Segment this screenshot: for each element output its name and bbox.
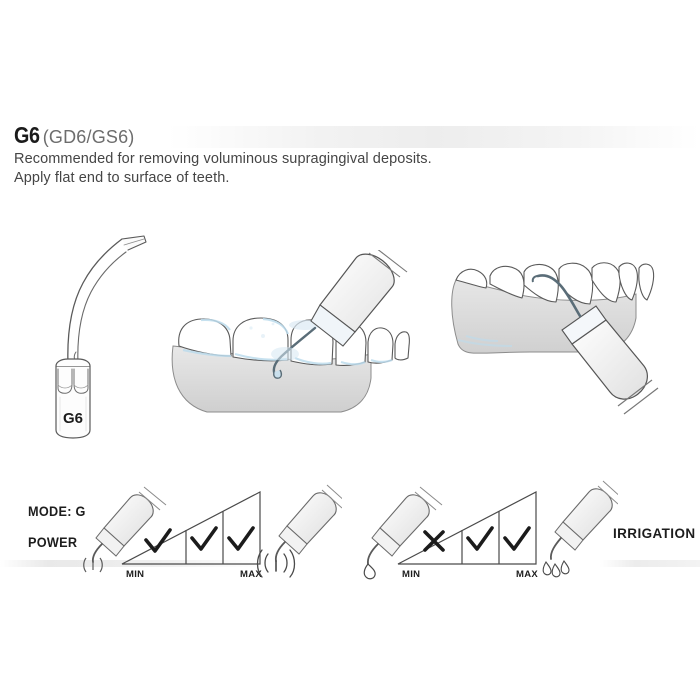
ultrasonic-glow <box>249 322 299 361</box>
scaler-tip-illustration: G6 <box>34 225 154 440</box>
irrigation-setting-group: MIN MAX <box>358 478 618 588</box>
power-label: POWER <box>28 535 78 550</box>
handpiece-low-power-icon <box>83 486 167 573</box>
settings-bar: MODE: G POWER <box>0 478 700 596</box>
power-min-label: MIN <box>126 569 144 580</box>
irrigation-segment-1-cross <box>423 530 445 552</box>
page-title: G6(GD6/GS6) <box>14 122 135 149</box>
description-line-1: Recommended for removing voluminous supr… <box>14 151 432 167</box>
teeth-arch-row <box>455 262 655 305</box>
tooth-arch-illustration <box>420 240 685 440</box>
irrigation-label: IRRIGATION <box>613 526 696 541</box>
settings-labels: MODE: G POWER <box>28 504 89 550</box>
description-line-2: Apply flat end to surface of teeth. <box>14 169 230 186</box>
water-drop-icon <box>363 563 376 580</box>
power-setting-group: MIN MAX <box>82 478 342 588</box>
water-drops-icon <box>542 559 570 578</box>
irrigation-max-label: MAX <box>516 569 538 580</box>
illustration-row: G6 <box>0 225 700 450</box>
power-max-label: MAX <box>240 569 262 580</box>
mode-label: MODE: G <box>28 504 86 519</box>
handpiece-multi-drop-icon <box>542 480 618 578</box>
irrigation-segment-3-check <box>503 526 531 551</box>
irrigation-segment-2-check <box>466 526 494 551</box>
settings-right-band <box>600 560 700 567</box>
product-code: G6 <box>14 122 40 148</box>
power-segment-2-check <box>190 526 218 551</box>
tip-engraving-label: G6 <box>63 410 83 427</box>
handpiece-icon <box>531 274 659 415</box>
irrigation-level-triangle <box>397 491 537 565</box>
tooth-tint-shading <box>182 317 393 366</box>
handpiece-vibration-icon <box>256 484 342 578</box>
irrigation-min-label: MIN <box>402 569 420 580</box>
product-variants: (GD6/GS6) <box>42 127 135 147</box>
handpiece-icon <box>272 250 408 379</box>
power-level-triangle <box>121 491 261 565</box>
power-segment-1-check <box>144 528 172 553</box>
tooth-tint-shading <box>457 335 513 347</box>
power-segment-3-check <box>227 526 255 551</box>
handpiece-single-drop-icon <box>363 486 443 580</box>
title-gradient-band <box>0 126 700 148</box>
tooth-application-illustration <box>145 250 410 440</box>
product-description: Recommended for removing voluminous supr… <box>14 150 674 187</box>
